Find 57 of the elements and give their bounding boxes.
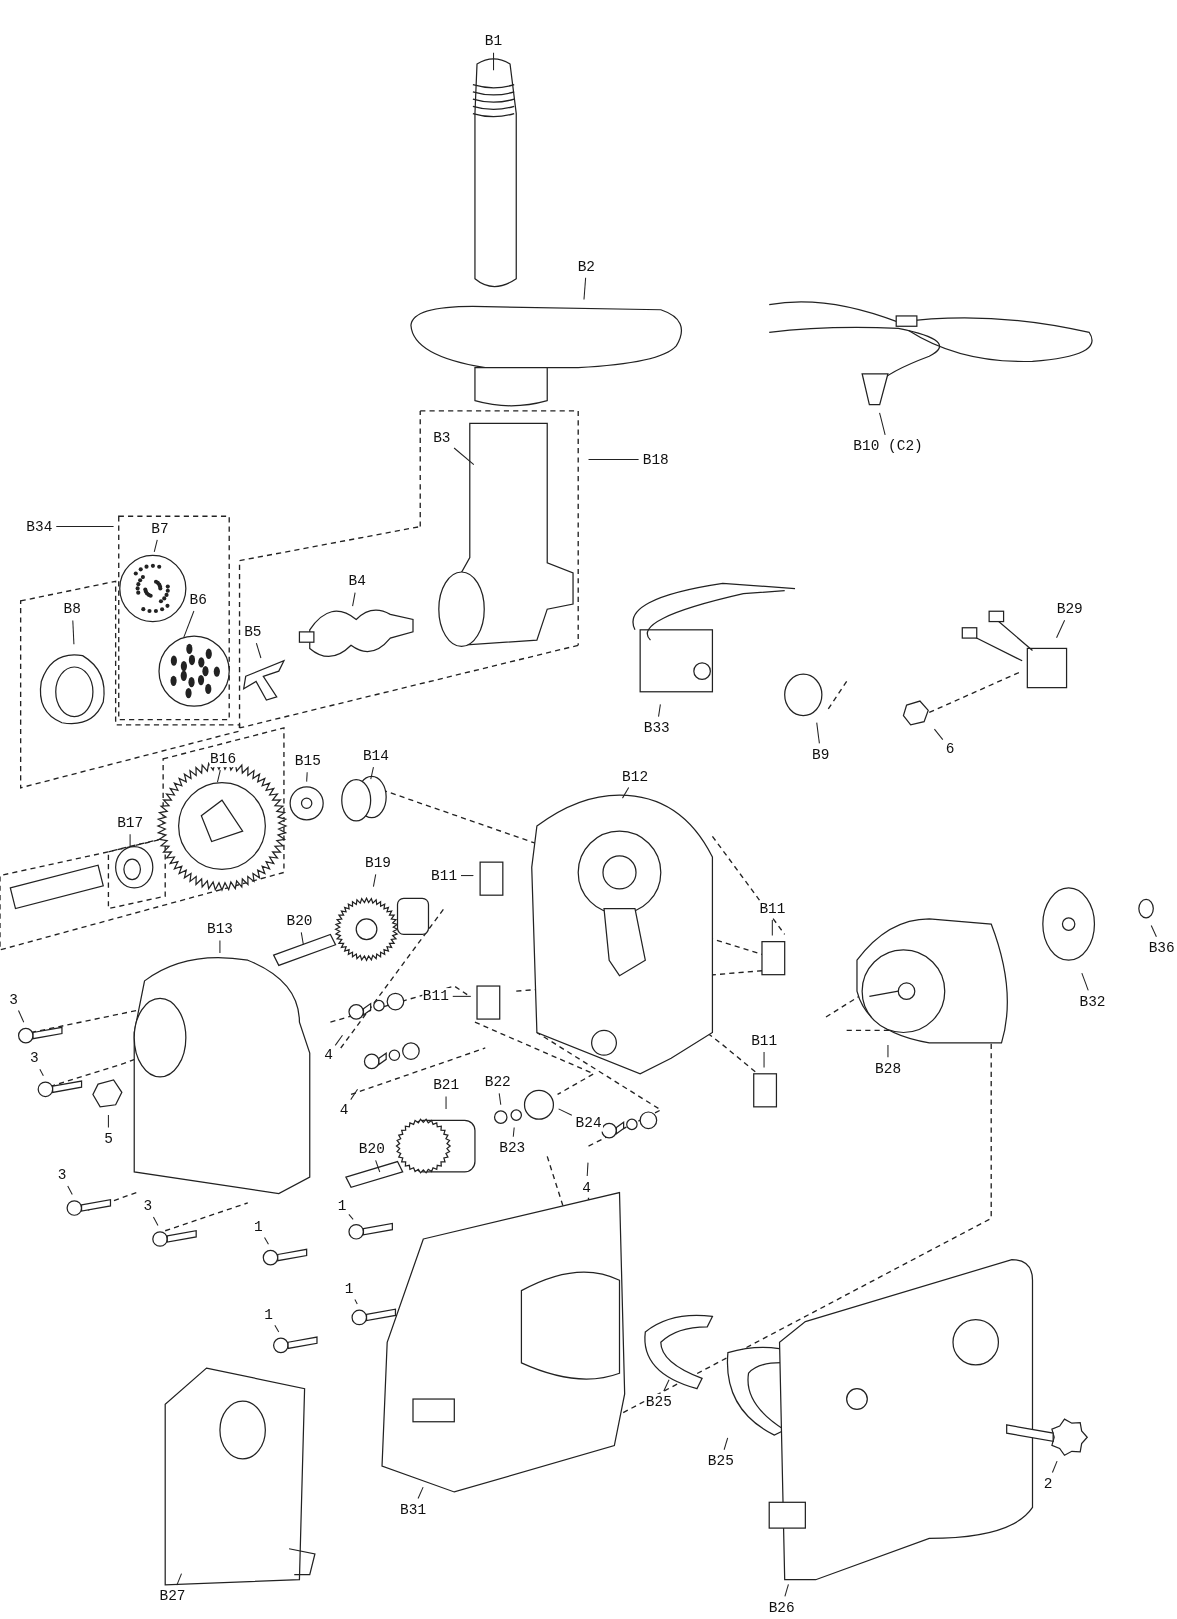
leader-line bbox=[219, 940, 221, 954]
leader-line bbox=[274, 1324, 280, 1333]
leader-line bbox=[933, 728, 944, 741]
leader-line bbox=[1056, 619, 1066, 639]
leader-line bbox=[784, 1583, 789, 1597]
leader-line bbox=[460, 875, 474, 877]
leader-line bbox=[512, 1126, 515, 1138]
leader-line bbox=[354, 1299, 358, 1305]
leader-line bbox=[264, 1237, 269, 1245]
leader-line bbox=[417, 1486, 424, 1499]
leader-line bbox=[152, 1216, 159, 1227]
leader-line bbox=[493, 52, 495, 71]
leader-line bbox=[216, 769, 221, 783]
leader-line bbox=[72, 620, 75, 645]
leader-line bbox=[352, 592, 356, 607]
leader-line bbox=[621, 786, 630, 799]
leader-line bbox=[183, 610, 195, 639]
leader-line bbox=[334, 1034, 343, 1046]
callout-label: B10 (C2) bbox=[852, 437, 924, 455]
leader-line bbox=[176, 1573, 183, 1586]
leader-line bbox=[452, 995, 472, 997]
leader-line bbox=[816, 722, 820, 744]
leader-line bbox=[55, 526, 115, 528]
leader-line bbox=[723, 1437, 729, 1451]
callout-label: B24 bbox=[574, 1115, 603, 1132]
leader-line bbox=[255, 642, 262, 659]
leader-line bbox=[663, 1379, 670, 1392]
leader-line bbox=[586, 1162, 589, 1177]
leader-line bbox=[348, 1213, 354, 1220]
leader-line bbox=[1081, 972, 1089, 991]
leader-line bbox=[1150, 925, 1157, 938]
leader-line bbox=[129, 833, 131, 848]
leader-line bbox=[67, 1185, 73, 1196]
leader-line bbox=[498, 1092, 502, 1106]
leader-line bbox=[887, 1044, 889, 1058]
leader-line bbox=[588, 458, 640, 460]
leader-line bbox=[771, 919, 773, 936]
leader-line bbox=[372, 873, 377, 888]
callout-label: B16 bbox=[209, 750, 238, 768]
leader-line bbox=[375, 1159, 381, 1173]
leader-line bbox=[453, 447, 475, 466]
leader-line bbox=[107, 1114, 109, 1128]
leader-line bbox=[558, 1108, 573, 1116]
leader-line bbox=[370, 766, 374, 780]
leader-line bbox=[763, 1051, 765, 1069]
leader-line bbox=[300, 931, 304, 946]
leader-line bbox=[153, 539, 158, 553]
leader-line bbox=[445, 1096, 447, 1110]
leader-line bbox=[658, 703, 661, 718]
callout-label: B11 bbox=[758, 900, 787, 917]
leader-line bbox=[583, 277, 587, 300]
leader-line bbox=[17, 1010, 25, 1023]
leader-line bbox=[350, 1088, 359, 1101]
leader-line bbox=[879, 412, 886, 436]
leader-line bbox=[39, 1068, 44, 1077]
leader-line bbox=[1051, 1460, 1058, 1474]
leader-line bbox=[306, 771, 308, 783]
